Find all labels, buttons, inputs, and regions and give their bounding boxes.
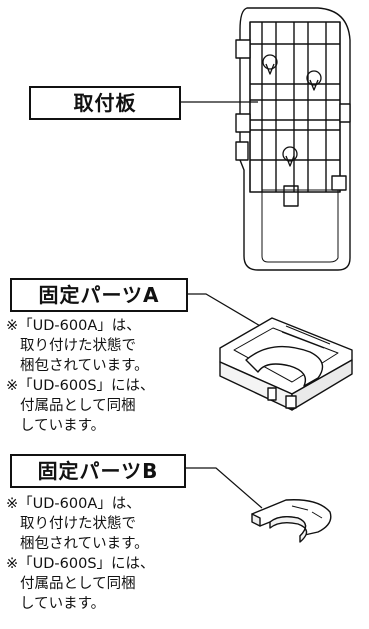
part-a-notes: ※「UD-600A」は、 取り付けた状態で 梱包されています。 ※「UD-600…: [6, 316, 155, 436]
note-line: ※「UD-600S」には、: [6, 556, 155, 572]
fixing-part-a-drawing: [219, 317, 353, 411]
note-line: 付属品として同梱: [20, 576, 136, 592]
note-line: 梱包されています。: [20, 358, 149, 374]
note-line: しています。: [20, 596, 106, 612]
part-b-notes: ※「UD-600A」は、 取り付けた状態で 梱包されています。 ※「UD-600…: [6, 494, 155, 614]
note-line: ※「UD-600A」は、: [6, 318, 141, 334]
part-b-label: 固定パーツB: [10, 454, 186, 488]
note-line: 梱包されています。: [20, 536, 149, 552]
note-line: ※「UD-600A」は、: [6, 496, 141, 512]
part-b-leader-line: [186, 467, 263, 509]
part-a-label: 固定パーツA: [10, 278, 188, 312]
note-line: 付属品として同梱: [20, 398, 136, 414]
note-line: しています。: [20, 418, 106, 434]
plate-label: 取付板: [29, 86, 181, 120]
fixing-part-b-drawing: [251, 499, 332, 543]
note-line: 取り付けた状態で: [20, 516, 136, 532]
note-line: 取り付けた状態で: [20, 338, 136, 354]
mounting-plate-drawing: [235, 7, 351, 271]
part-a-leader-line: [188, 293, 263, 328]
note-line: ※「UD-600S」には、: [6, 378, 155, 394]
